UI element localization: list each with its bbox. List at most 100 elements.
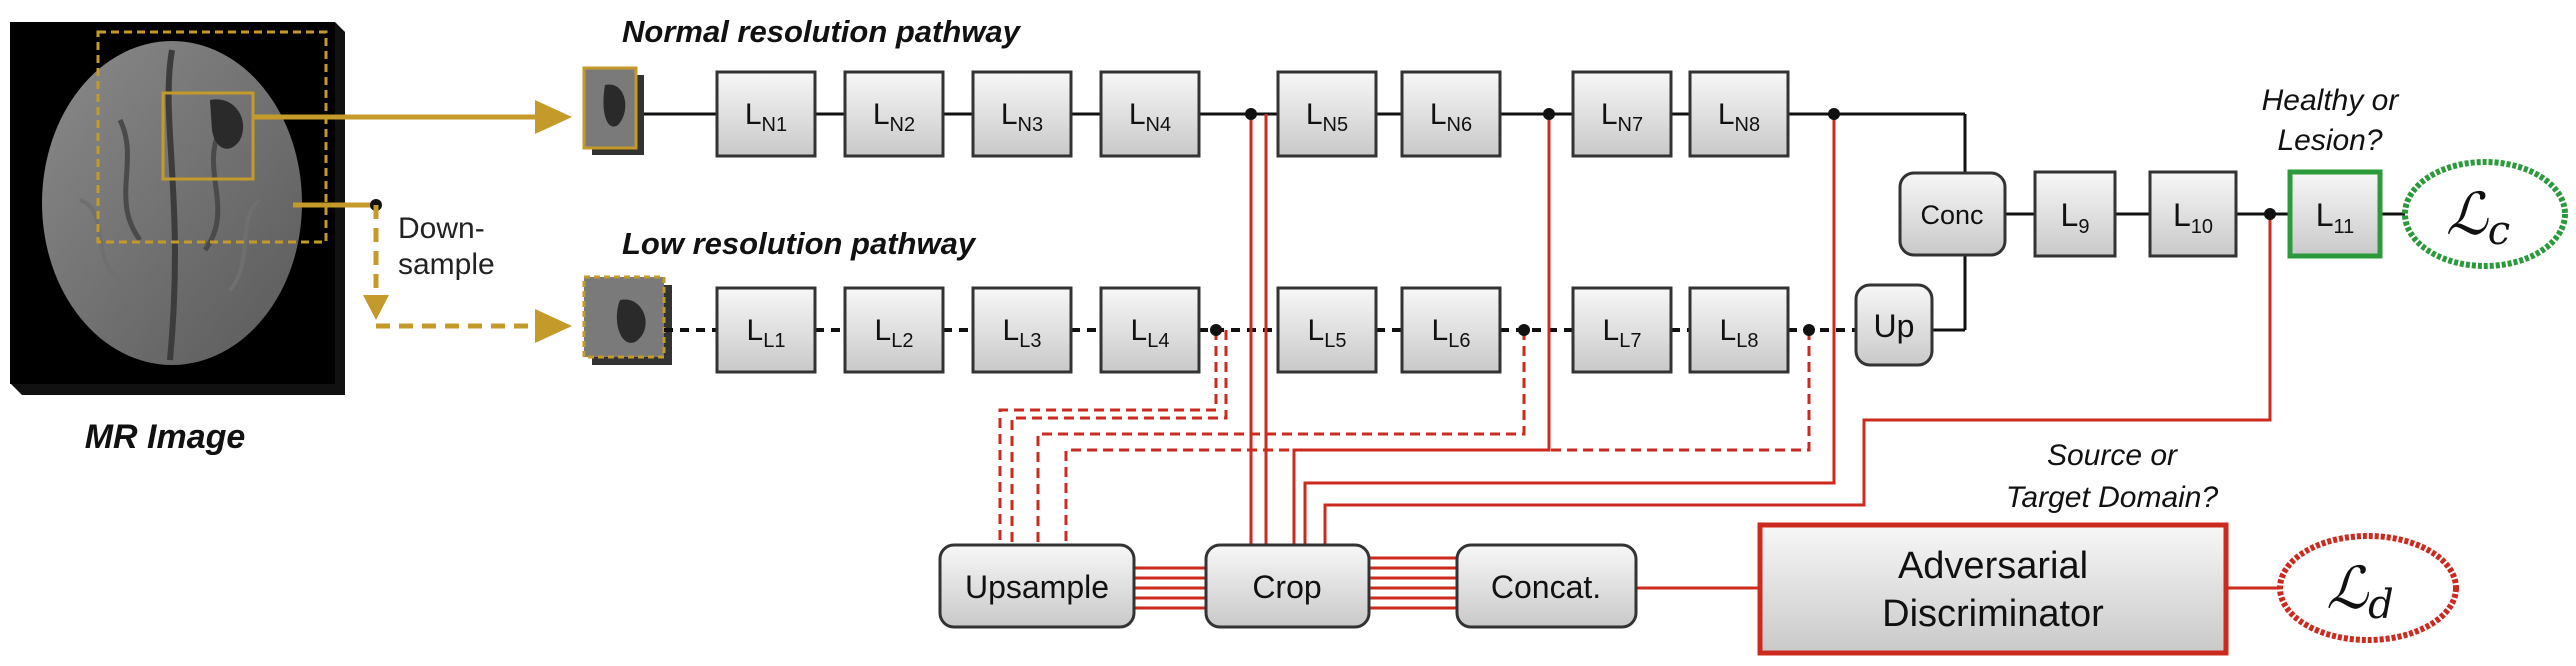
svg-text:LN8: LN8 (1718, 98, 1760, 136)
low-arrow-head (535, 309, 572, 343)
normal-layer-8-sub: N8 (1735, 114, 1761, 136)
concat-label: Concat. (1491, 569, 1601, 605)
normal-layer-5-sub: N5 (1323, 114, 1349, 136)
low-layer-5-sub: L5 (1324, 330, 1346, 352)
low-layer-2-main: L (875, 314, 892, 347)
normal-layer-7: LN7 (1571, 70, 1673, 158)
domain-question-1: Source or (2047, 439, 2178, 472)
lesion (210, 99, 244, 149)
normal-layer-3-sub: N3 (1018, 114, 1044, 136)
normal-layer-3-main: L (1001, 98, 1018, 131)
svg-text:LL4: LL4 (1131, 314, 1170, 352)
layer-l11: L11 (2287, 169, 2383, 259)
svg-text:LL8: LL8 (1720, 314, 1759, 352)
svg-text:LN2: LN2 (873, 98, 915, 136)
svg-text:L9: L9 (2061, 197, 2090, 238)
normal-layer-6-main: L (1430, 98, 1447, 131)
normal-layer-1: LN1 (715, 70, 817, 158)
normal-layer-3: LN3 (971, 70, 1073, 158)
low-layer-3-sub: L3 (1019, 330, 1041, 352)
downsample-label-2: sample (398, 248, 495, 281)
crop-block: Crop (1204, 543, 1371, 629)
low-layer-5-main: L (1308, 314, 1325, 347)
normal-layer-7-sub: N7 (1618, 114, 1644, 136)
loss-d-symbol: ℒ (2326, 554, 2369, 622)
conc-label: Conc (1920, 200, 1983, 230)
normal-layer-7-main: L (1601, 98, 1618, 131)
normal-arrow-head (535, 100, 572, 134)
svg-text:L11: L11 (2316, 197, 2355, 238)
layer-l10-sub: 10 (2191, 216, 2213, 238)
low-layer-4-main: L (1131, 314, 1148, 347)
conc-block: Conc (1898, 171, 2007, 257)
svg-text:LL2: LL2 (875, 314, 914, 352)
low-input-patch (582, 275, 672, 365)
svg-text:LL1: LL1 (747, 314, 786, 352)
layer-l9-main: L (2061, 197, 2079, 233)
low-layer-1: LL1 (715, 286, 817, 374)
low-layer-7: LL7 (1571, 286, 1673, 374)
mr-image (10, 22, 345, 395)
low-layer-4-sub: L4 (1147, 330, 1169, 352)
normal-layer-6: LN6 (1400, 70, 1502, 158)
feature-taps (998, 114, 2278, 610)
low-layer-1-sub: L1 (763, 330, 785, 352)
normal-pathway-title: Normal resolution pathway (622, 14, 1022, 49)
classifier-question-2: Lesion? (2277, 124, 2382, 157)
svg-text:LN7: LN7 (1601, 98, 1643, 136)
low-layer-8-sub: L8 (1736, 330, 1758, 352)
normal-layer-2-main: L (873, 98, 890, 131)
normal-layer-1-sub: N1 (762, 114, 788, 136)
low-layer-2: LL2 (843, 286, 945, 374)
svg-text:LL7: LL7 (1603, 314, 1642, 352)
normal-layer-8-main: L (1718, 98, 1735, 131)
svg-text:LN6: LN6 (1430, 98, 1472, 136)
low-res-crop-region (96, 30, 328, 244)
low-layer-8: LL8 (1688, 286, 1790, 374)
svg-text:ℒc: ℒc (2446, 180, 2510, 254)
normal-layer-1-main: L (745, 98, 762, 131)
loss-d-subscript: d (2368, 582, 2394, 628)
normal-layer-8: LN8 (1688, 70, 1790, 158)
crop-label: Crop (1252, 569, 1321, 605)
svg-text:LL5: LL5 (1308, 314, 1347, 352)
low-layer-6-main: L (1432, 314, 1449, 347)
upsample-label: Upsample (965, 569, 1109, 605)
classifier-question-1: Healthy or (2262, 84, 2400, 117)
adversarial-discriminator: Adversarial Discriminator (1757, 522, 2229, 656)
junction-dots (1210, 108, 2276, 336)
normal-layer-4-sub: N4 (1146, 114, 1172, 136)
svg-text:LN3: LN3 (1001, 98, 1043, 136)
svg-text:LN5: LN5 (1306, 98, 1348, 136)
domain-question-2: Target Domain? (2006, 481, 2219, 514)
normal-input-patch (582, 66, 644, 155)
discriminator-label-2: Discriminator (1882, 593, 2104, 635)
low-layer-8-main: L (1720, 314, 1737, 347)
up-label: Up (1874, 308, 1915, 344)
normal-layer-5-main: L (1306, 98, 1323, 131)
normal-layer-2-sub: N2 (890, 114, 916, 136)
layer-l11-main: L (2316, 197, 2334, 233)
svg-text:LN1: LN1 (745, 98, 787, 136)
svg-text:ℒd: ℒd (2326, 554, 2393, 628)
layer-l9-sub: 9 (2078, 216, 2089, 238)
low-layer-5: LL5 (1276, 286, 1378, 374)
normal-layer-4-main: L (1129, 98, 1146, 131)
low-layer-3-main: L (1003, 314, 1020, 347)
svg-text:L10: L10 (2173, 197, 2213, 238)
downsample-label-1: Down- (398, 212, 485, 245)
mr-image-caption: MR Image (85, 418, 246, 456)
low-pathway-title: Low resolution pathway (622, 226, 977, 261)
svg-text:LN4: LN4 (1129, 98, 1171, 136)
normal-layer-4: LN4 (1099, 70, 1201, 158)
loss-c-subscript: c (2488, 208, 2510, 254)
svg-text:LL6: LL6 (1432, 314, 1471, 352)
loss-c-symbol: ℒ (2446, 180, 2489, 248)
normal-res-crop-region (161, 91, 255, 181)
layer-l10: L10 (2148, 170, 2238, 258)
up-block: Up (1854, 283, 1934, 367)
low-layer-1-main: L (747, 314, 764, 347)
